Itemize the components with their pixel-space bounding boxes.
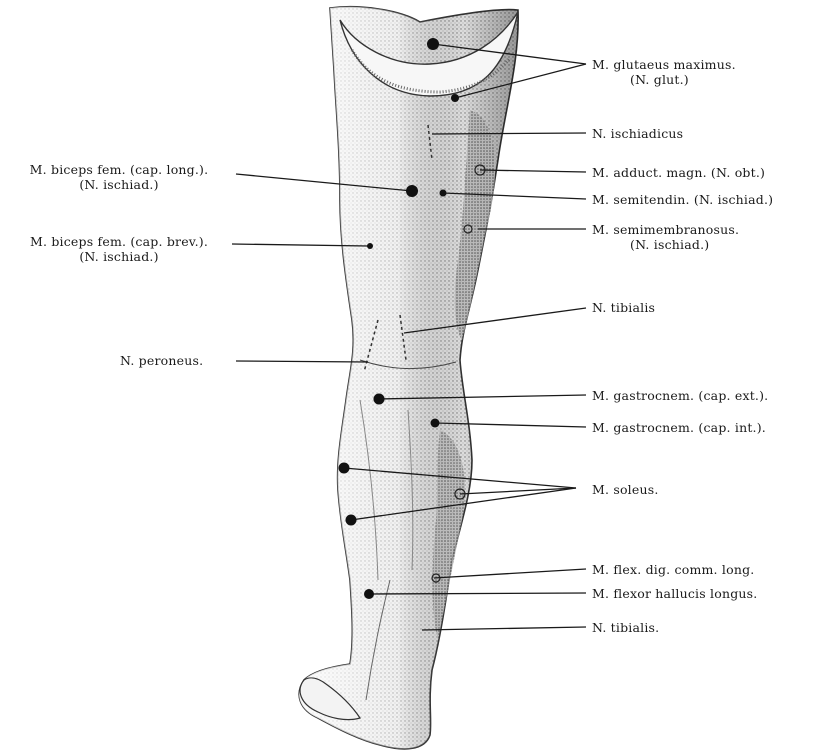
label-gastrocnem-ext: M. gastrocnem. (cap. ext.). [592,388,768,403]
label-n-ischiadicus: N. ischiadicus [592,126,683,141]
label-adduct-magn: M. adduct. magn. (N. obt.) [592,165,765,180]
label-flexor-hallucis: M. flexor hallucis longus. [592,586,757,601]
label-n-tibialis-upper: N. tibialis [592,300,655,315]
label-semitendin: M. semitendin. (N. ischiad.) [592,192,773,207]
label-n-peroneus: N. peroneus. [120,353,203,368]
label-glutaeus-maximus: M. glutaeus maximus. (N. glut.) [592,57,736,87]
label-soleus: M. soleus. [592,482,659,497]
label-n-tibialis-lower: N. tibialis. [592,620,659,635]
label-biceps-brev: M. biceps fem. (cap. brev.). (N. ischiad… [8,234,230,264]
label-gastrocnem-int: M. gastrocnem. (cap. int.). [592,420,766,435]
label-semimembranosus: M. semimembranosus. (N. ischiad.) [592,222,739,252]
label-flex-dig: M. flex. dig. comm. long. [592,562,754,577]
label-biceps-long: M. biceps fem. (cap. long.). (N. ischiad… [8,162,230,192]
